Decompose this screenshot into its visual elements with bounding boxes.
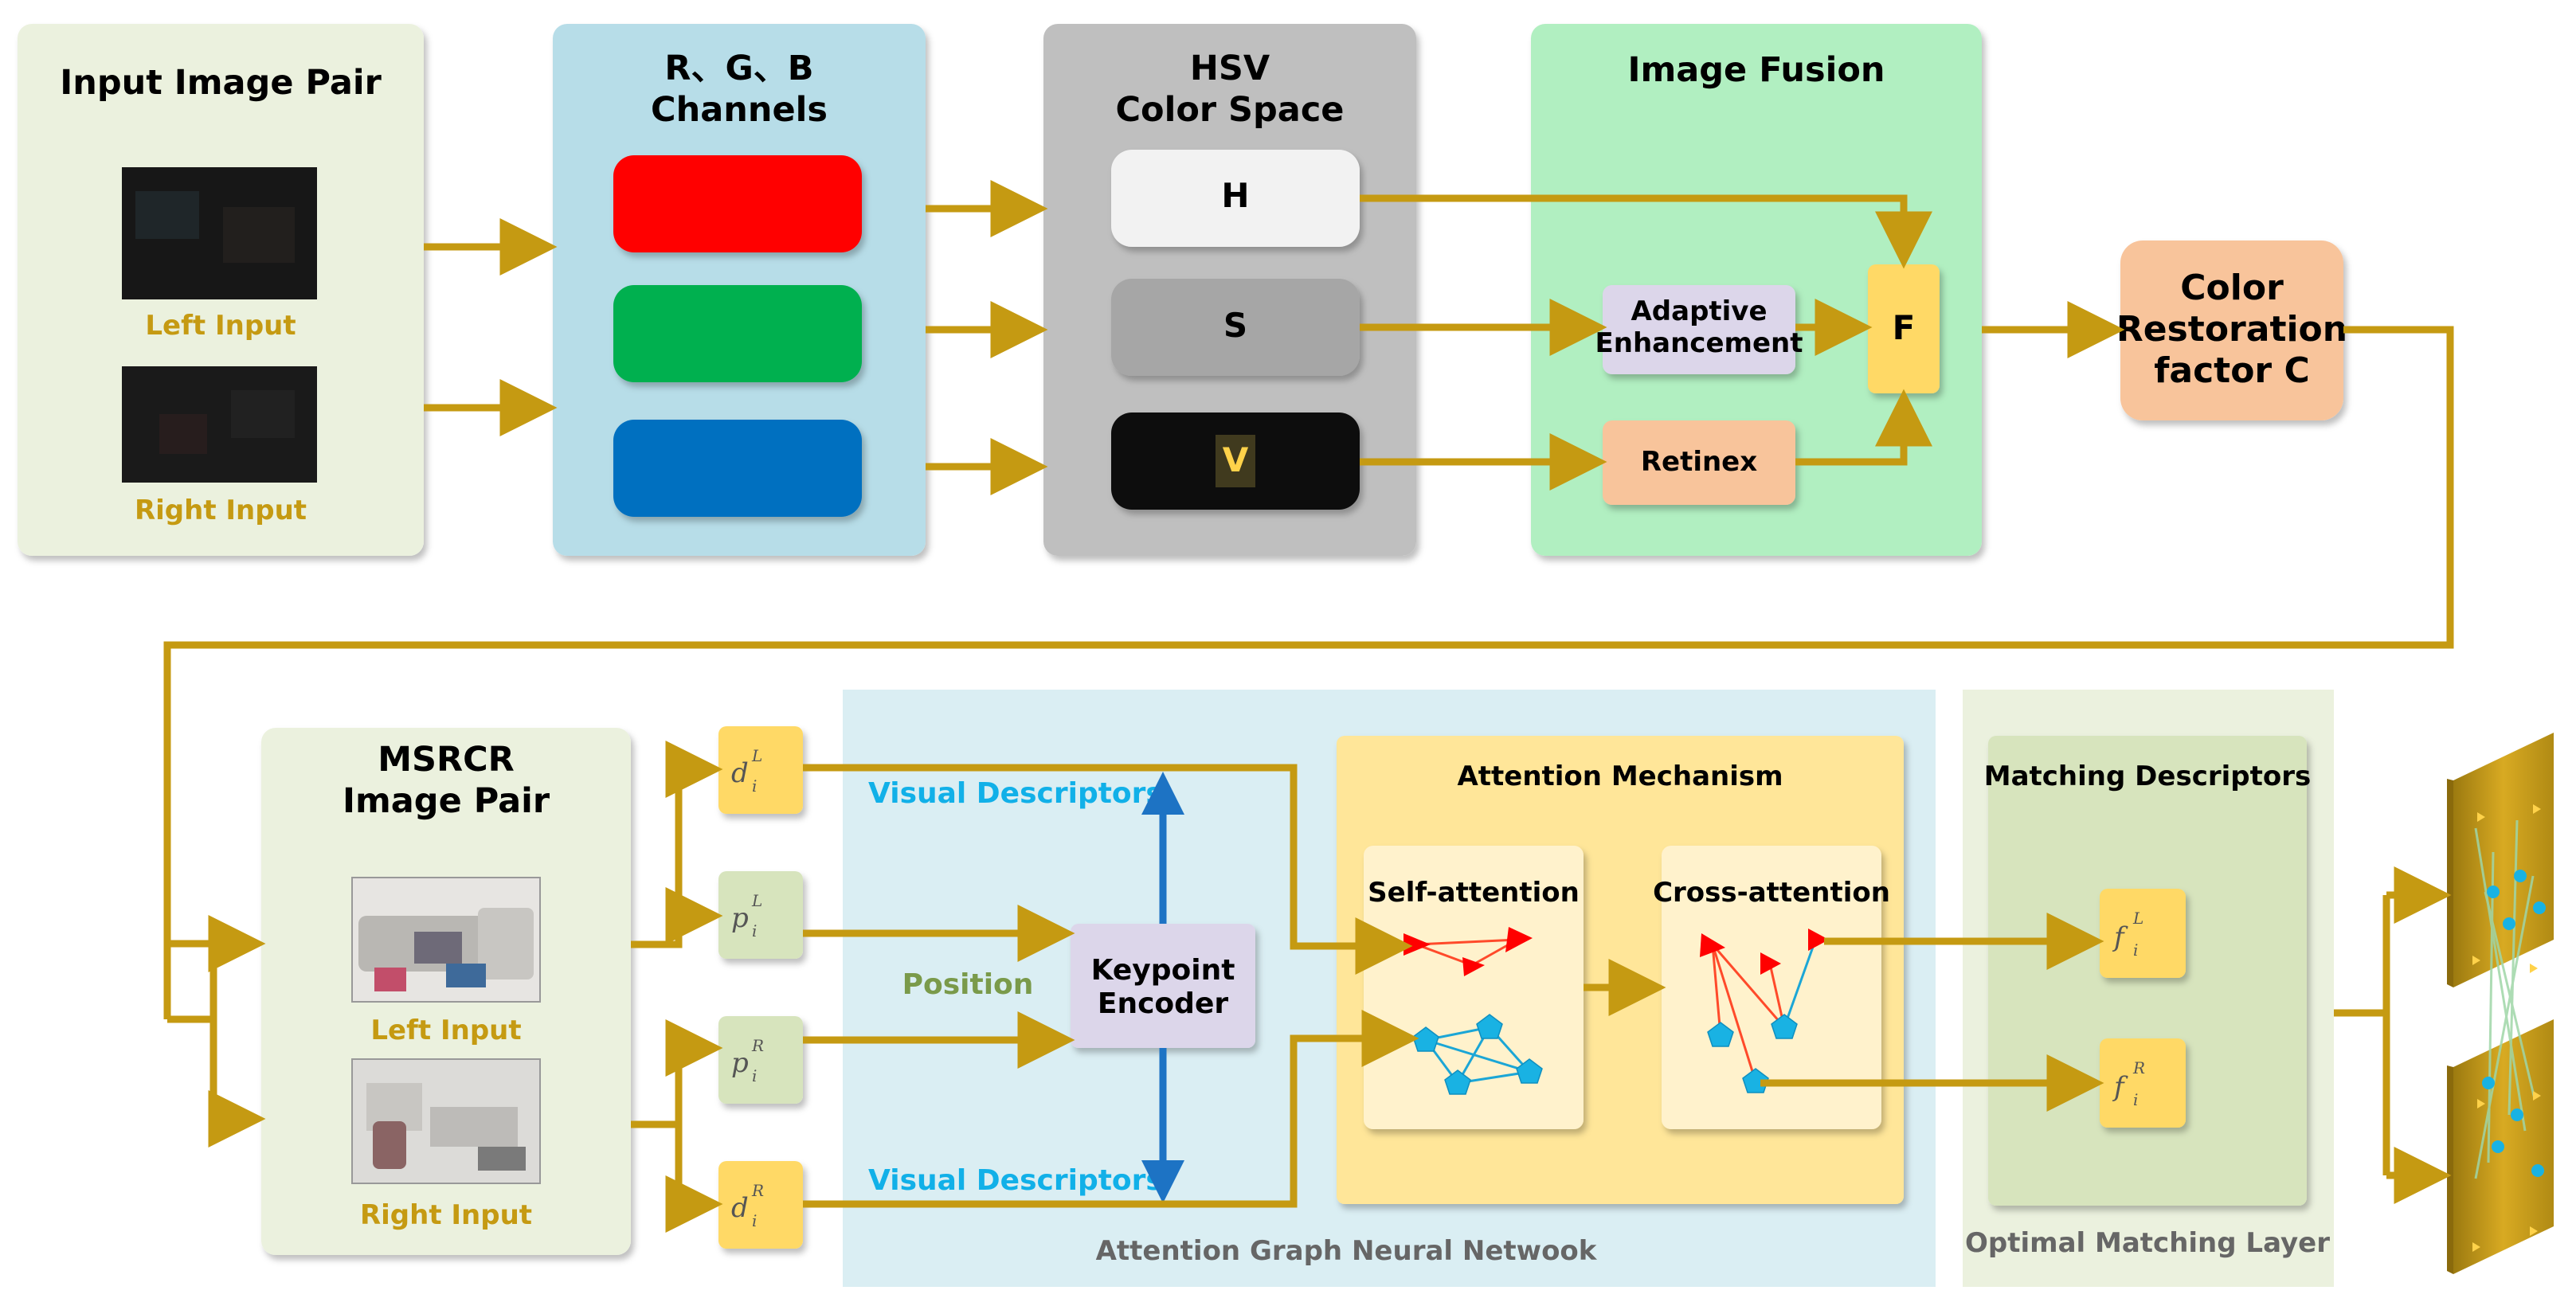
h-channel xyxy=(1111,150,1360,247)
adaptive-enhancement-box xyxy=(1603,285,1795,374)
msrcr-title-line2: Image Pair xyxy=(343,781,550,821)
msrcr-left-image xyxy=(351,877,541,1003)
msrcr-right-label: Right Input xyxy=(360,1199,532,1231)
fusion-f-label: F xyxy=(1893,308,1916,347)
color-restoration-line3: factor C xyxy=(2154,350,2310,391)
msrcr-title-line1: MSRCR xyxy=(378,740,515,780)
h-label: H xyxy=(1221,176,1249,215)
rgb-title-line2: Channels xyxy=(651,90,828,130)
s-label: S xyxy=(1223,306,1247,345)
image-fusion-panel: Image Fusion Adaptive Enhancement Retine… xyxy=(1531,24,1982,556)
svg-text:L: L xyxy=(751,746,762,765)
msrcr-left-label: Left Input xyxy=(370,1015,521,1046)
svg-text:i: i xyxy=(752,1211,757,1230)
optimal-matching-panel: Matching Descriptors Optimal Matching La… xyxy=(1963,690,2334,1287)
token-dL: d i L xyxy=(718,726,803,814)
adaptive-line2: Enhancement xyxy=(1595,327,1803,359)
svg-text:d: d xyxy=(731,757,749,789)
svg-text:i: i xyxy=(752,776,757,796)
token-fR: f i R xyxy=(2100,1038,2186,1128)
svg-text:R: R xyxy=(751,1181,764,1200)
msrcr-panel: MSRCR Image Pair Left Input Right Input xyxy=(261,728,631,1255)
svg-text:d: d xyxy=(731,1192,749,1224)
red-channel xyxy=(613,155,862,252)
retinex-label: Retinex xyxy=(1641,446,1757,478)
retinex-box xyxy=(1603,420,1795,505)
output-match-panels xyxy=(2447,733,2554,1274)
right-input-label: Right Input xyxy=(135,495,307,526)
adaptive-line1: Adaptive xyxy=(1631,295,1767,327)
cross-attention-box xyxy=(1662,846,1881,1129)
visual-descriptors-bottom: Visual Descriptors xyxy=(868,1164,1163,1197)
hsv-panel: HSV Color Space H S V xyxy=(1043,24,1416,556)
fusion-title: Image Fusion xyxy=(1627,50,1885,90)
keypoint-line2: Encoder xyxy=(1098,987,1228,1020)
v-label: V xyxy=(1223,440,1249,479)
color-restoration-box: Color Restoration factor C xyxy=(2116,240,2347,420)
s-channel xyxy=(1111,279,1360,376)
self-attention-graph xyxy=(1403,927,1543,1095)
rgb-channels-panel: R、G、B Channels xyxy=(553,24,926,556)
left-input-label: Left Input xyxy=(145,310,296,342)
color-restoration-line2: Restoration xyxy=(2116,309,2347,350)
svg-text:p: p xyxy=(731,902,749,934)
keypoint-encoder-box: Keypoint Encoder xyxy=(1071,924,1255,1048)
green-channel xyxy=(613,285,862,382)
svg-text:R: R xyxy=(2132,1058,2145,1077)
svg-text:L: L xyxy=(751,891,762,910)
svg-text:i: i xyxy=(752,921,757,940)
svg-text:R: R xyxy=(751,1036,764,1055)
msrcr-right-image xyxy=(351,1058,541,1184)
top-arrows xyxy=(163,180,2454,1019)
svg-text:i: i xyxy=(2133,940,2138,960)
input-pair-title: Input Image Pair xyxy=(60,63,382,103)
svg-text:i: i xyxy=(752,1066,757,1085)
cross-attention-label: Cross-attention xyxy=(1653,877,1890,909)
svg-text:i: i xyxy=(2133,1090,2138,1109)
attention-title: Attention Mechanism xyxy=(1457,760,1783,792)
visual-descriptors-top: Visual Descriptors xyxy=(868,777,1163,810)
rgb-title-line1: R、G、B xyxy=(664,49,813,88)
svg-text:p: p xyxy=(731,1047,749,1079)
gnn-label: Attention Graph Neural Netwook xyxy=(1096,1235,1598,1267)
self-attention-label: Self-attention xyxy=(1368,877,1580,909)
hsv-title-line2: Color Space xyxy=(1116,90,1345,130)
matching-title: Matching Descriptors xyxy=(1984,760,2311,792)
blue-channel xyxy=(613,420,862,517)
cross-attention-graph xyxy=(1700,929,1829,1093)
keypoint-line1: Keypoint xyxy=(1091,954,1235,987)
attention-mechanism-panel: Attention Mechanism Self-attention Cross… xyxy=(1337,736,1904,1204)
matching-layer-label: Optimal Matching Layer xyxy=(1965,1227,2330,1259)
hsv-title-line1: HSV xyxy=(1190,49,1270,88)
token-pR: p i R xyxy=(718,1016,803,1104)
token-pL: p i L xyxy=(718,871,803,959)
token-dR: d i R xyxy=(718,1161,803,1249)
position-label: Position xyxy=(902,968,1034,1001)
color-restoration-line1: Color xyxy=(2180,268,2284,308)
fusion-f-box xyxy=(1868,264,1940,393)
bottom-arrows xyxy=(167,741,2452,1233)
input-image-pair-panel: Input Image Pair Left Input Right Input xyxy=(18,24,424,556)
svg-text:L: L xyxy=(2132,909,2143,928)
token-fL: f i L xyxy=(2100,889,2186,978)
